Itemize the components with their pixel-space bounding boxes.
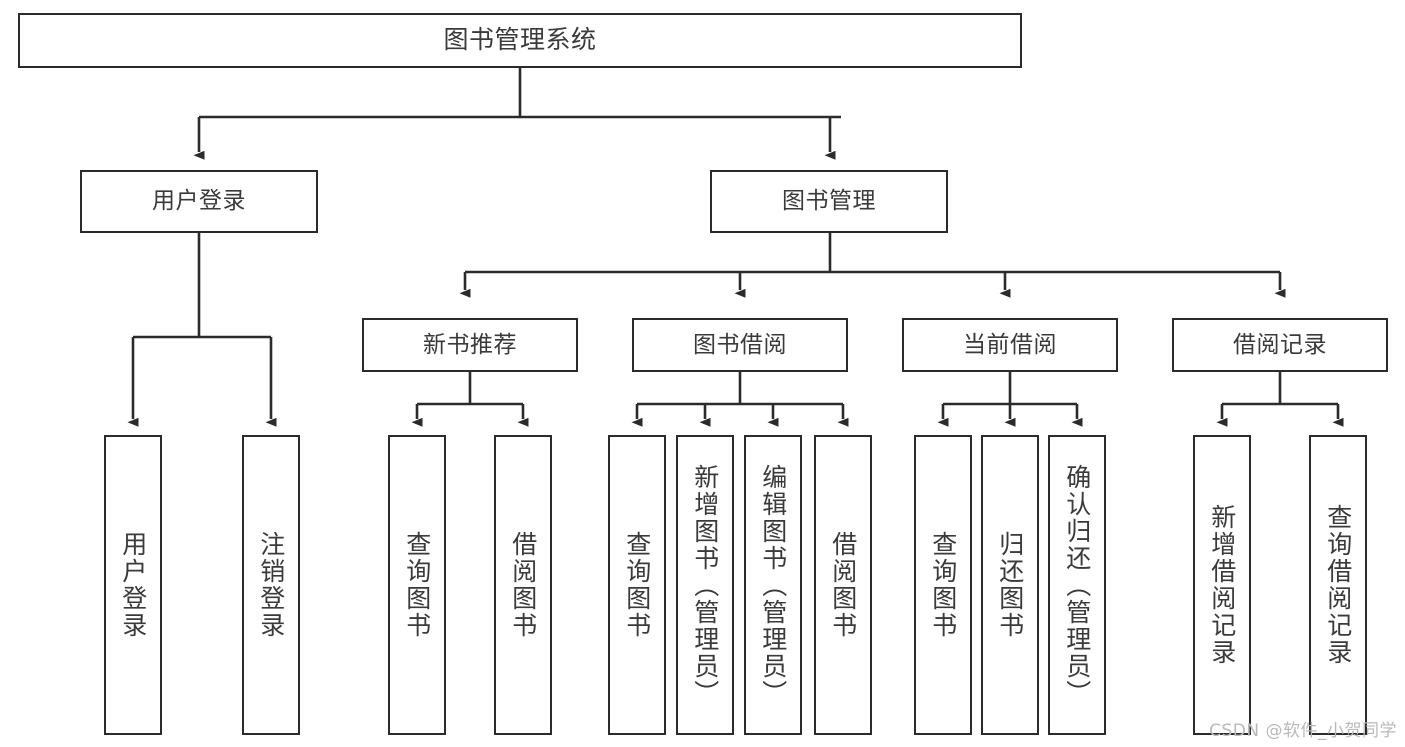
node-root-label: 图书管理系统 [443, 25, 597, 55]
node-root-library-system[interactable]: 图书管理系统 [18, 13, 1022, 68]
node-current-borrow-label: 当前借阅 [963, 331, 1057, 358]
node-leaf-confirm-return-admin[interactable]: 确认归还（管理员） [1048, 435, 1106, 735]
node-leaf-query-book-recommend-label: 查询图书 [402, 531, 432, 639]
node-user-login-label: 用户登录 [152, 188, 246, 215]
node-leaf-return-book-label: 归还图书 [995, 531, 1025, 639]
node-leaf-logout[interactable]: 注销登录 [242, 435, 300, 735]
node-new-book-recommend[interactable]: 新书推荐 [362, 318, 578, 372]
node-leaf-borrow-book-label: 借阅图书 [828, 531, 858, 639]
node-leaf-query-book-borrow[interactable]: 查询图书 [608, 435, 666, 735]
node-user-login[interactable]: 用户登录 [80, 170, 318, 233]
node-book-management[interactable]: 图书管理 [710, 170, 948, 233]
node-leaf-query-book-borrow-label: 查询图书 [622, 531, 652, 639]
node-leaf-query-borrow-record[interactable]: 查询借阅记录 [1309, 435, 1367, 735]
node-leaf-borrow-book-recommend-label: 借阅图书 [508, 531, 538, 639]
csdn-watermark: CSDN @软件_小贺同学 [1209, 721, 1397, 741]
node-leaf-borrow-book[interactable]: 借阅图书 [814, 435, 872, 735]
node-leaf-user-login[interactable]: 用户登录 [104, 435, 162, 735]
node-leaf-borrow-book-recommend[interactable]: 借阅图书 [494, 435, 552, 735]
node-leaf-add-borrow-record[interactable]: 新增借阅记录 [1193, 435, 1251, 735]
node-borrow-record-label: 借阅记录 [1233, 331, 1327, 358]
node-leaf-add-book-admin-label: 新增图书（管理员） [690, 463, 720, 707]
node-leaf-return-book[interactable]: 归还图书 [981, 435, 1039, 735]
node-leaf-query-book-current-label: 查询图书 [928, 531, 958, 639]
node-book-borrow-label: 图书借阅 [693, 331, 787, 358]
node-leaf-query-book-current[interactable]: 查询图书 [914, 435, 972, 735]
node-leaf-query-borrow-record-label: 查询借阅记录 [1323, 504, 1353, 666]
node-leaf-query-book-recommend[interactable]: 查询图书 [388, 435, 446, 735]
node-borrow-record[interactable]: 借阅记录 [1172, 318, 1388, 372]
node-leaf-user-login-label: 用户登录 [118, 531, 148, 639]
node-book-management-label: 图书管理 [782, 188, 876, 215]
node-leaf-logout-label: 注销登录 [256, 531, 286, 639]
node-book-borrow[interactable]: 图书借阅 [632, 318, 848, 372]
node-leaf-confirm-return-admin-label: 确认归还（管理员） [1062, 463, 1092, 707]
node-leaf-add-borrow-record-label: 新增借阅记录 [1207, 504, 1237, 666]
node-leaf-edit-book-admin[interactable]: 编辑图书（管理员） [744, 435, 802, 735]
node-leaf-add-book-admin[interactable]: 新增图书（管理员） [676, 435, 734, 735]
node-new-book-recommend-label: 新书推荐 [423, 331, 517, 358]
node-current-borrow[interactable]: 当前借阅 [902, 318, 1118, 372]
node-leaf-edit-book-admin-label: 编辑图书（管理员） [758, 463, 788, 707]
